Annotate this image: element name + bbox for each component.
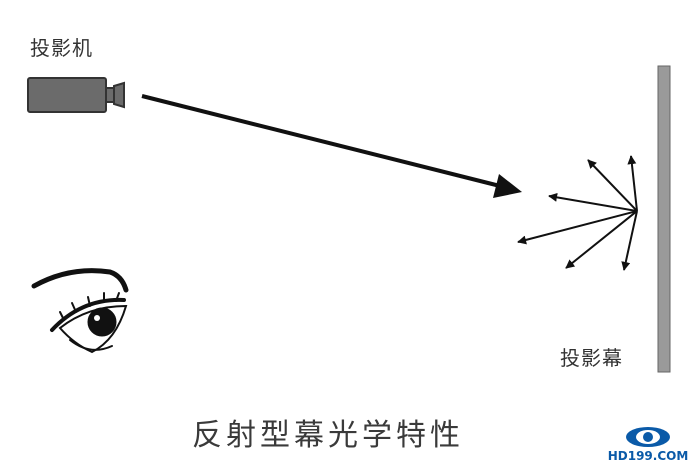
screen-label: 投影幕	[560, 346, 623, 370]
reflected-rays	[517, 155, 638, 271]
reflected-ray	[621, 210, 638, 271]
projector-icon	[27, 77, 125, 113]
diagram-caption: 反射型幕光学特性	[192, 418, 464, 453]
hd199-logo-icon	[626, 427, 670, 447]
watermark: HD199.COM	[600, 425, 696, 467]
eye-icon	[31, 268, 129, 354]
reflected-ray	[587, 159, 638, 212]
projection-arrow	[141, 94, 522, 198]
projector-label: 投影机	[30, 36, 93, 60]
watermark-text: HD199.COM	[607, 449, 689, 463]
projection-screen	[657, 65, 671, 373]
reflected-ray	[517, 210, 638, 245]
reflected-ray	[565, 210, 638, 269]
reflected-ray	[548, 192, 638, 212]
reflected-ray	[627, 155, 638, 212]
